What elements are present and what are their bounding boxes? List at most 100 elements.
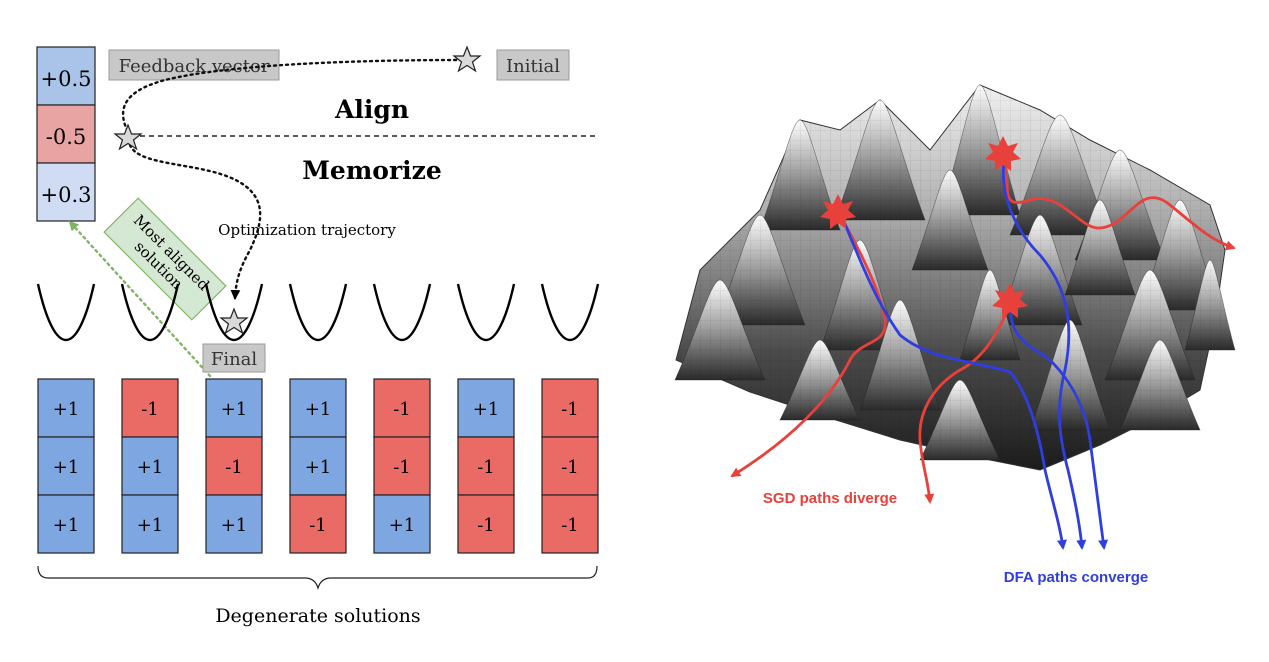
feedback-vector: +0.5 -0.5 +0.3 (36, 46, 96, 222)
loss-basin (372, 283, 432, 342)
feedback-vector-label-text: Feedback vector (119, 56, 270, 77)
solution-cell (37, 494, 95, 554)
solution-cell-value: +1 (53, 399, 80, 420)
solution-cell-value: +1 (137, 457, 164, 478)
terrain-peak-mesh (760, 120, 840, 230)
feedback-value-1: -0.5 (46, 125, 87, 149)
most-aligned-arrow (68, 220, 212, 378)
solution-cell (457, 494, 515, 554)
solution-cell (289, 494, 347, 554)
terrain-peak-mesh (1105, 270, 1195, 380)
sgd-label: SGD paths diverge (763, 490, 897, 507)
degenerate-solutions-grid: +1+1+1-1+1+1+1-1+1+1+1-1-1-1+1+1-1-1-1-1… (37, 378, 599, 554)
solution-cell (37, 378, 95, 438)
terrain-peaks (674, 84, 1236, 461)
start-star-icon-3 (992, 283, 1028, 318)
solution-cell (121, 494, 179, 554)
solution-cell (457, 378, 515, 438)
solution-cell (289, 378, 347, 438)
solution-cell (373, 494, 431, 554)
solution-cell (541, 436, 599, 496)
solutions-brace (37, 565, 598, 591)
terrain-peak-mesh (715, 215, 805, 325)
solution-column: +1 +1 +1 (37, 378, 95, 554)
solution-cell-value: +1 (305, 399, 332, 420)
final-label-text: Final (211, 349, 258, 370)
initial-star-icon (452, 45, 482, 73)
solution-cell-value: -1 (393, 399, 411, 420)
solution-column: -1 -1 +1 (373, 378, 431, 554)
solution-cell-value: -1 (141, 399, 159, 420)
solution-cell-value: +1 (305, 457, 332, 478)
sgd-path-3 (918, 304, 1012, 504)
aligned-star-icon (113, 123, 143, 151)
start-star-icon-2 (985, 136, 1021, 171)
solution-cell (121, 378, 179, 438)
loss-basins (36, 283, 600, 342)
feedback-value-0: +0.5 (41, 67, 92, 91)
final-star-icon (219, 307, 249, 335)
terrain-peak-mesh (835, 100, 925, 220)
solution-cell-value: -1 (309, 515, 327, 536)
feedback-vector-label: Feedback vector (108, 49, 280, 81)
terrain-peak-mesh (1140, 200, 1220, 310)
dfa-path-2 (1001, 161, 1087, 550)
trajectory-label: Optimization trajectory (218, 221, 396, 239)
solution-cell (37, 436, 95, 496)
solution-column: +1-1+1 (205, 378, 263, 554)
solution-cell-value: -1 (393, 457, 411, 478)
most-aligned-label: Most aligned solution (103, 197, 227, 321)
trajectory-path-upper (121, 58, 464, 134)
solution-cell (205, 494, 263, 554)
align-label: Align (334, 95, 409, 124)
solution-cell-value: +1 (137, 515, 164, 536)
terrain-peak-mesh (1030, 320, 1110, 430)
loss-basin (120, 283, 180, 342)
solution-cell-value: +1 (53, 457, 80, 478)
solution-cell-value: -1 (477, 515, 495, 536)
solution-cell (373, 378, 431, 438)
solution-cell-value: -1 (561, 457, 579, 478)
solution-column: +1 +1 -1 (289, 378, 347, 554)
solution-cell (121, 436, 179, 496)
degenerate-solutions-label: Degenerate solutions (215, 605, 420, 627)
solution-cell-value: +1 (389, 515, 416, 536)
loss-basin (288, 283, 348, 342)
final-label: Final (202, 343, 266, 373)
solution-cell (457, 436, 515, 496)
memorize-label: Memorize (302, 156, 441, 185)
feedback-cell-0 (36, 46, 96, 106)
dfa-path-1 (838, 211, 1067, 550)
solution-column: -1-1-1 (541, 378, 599, 554)
terrain-peak-mesh (860, 300, 940, 410)
initial-label-text: Initial (506, 56, 560, 77)
sgd-path-1 (730, 211, 887, 478)
sgd-path-2 (1003, 159, 1236, 251)
terrain-peak-mesh (1120, 340, 1200, 430)
dfa-label: DFA paths converge (1004, 569, 1148, 586)
feedback-cell-1 (36, 104, 96, 164)
terrain-peak-mesh (912, 170, 988, 270)
terrain-peak-mesh (920, 380, 1000, 460)
solution-cell-value: +1 (53, 515, 80, 536)
solution-cell (541, 494, 599, 554)
terrain-peak-mesh (1065, 200, 1135, 295)
loss-landscape: SGD paths diverge DFA paths converge (674, 84, 1236, 586)
solution-cell-value: -1 (561, 399, 579, 420)
start-star-icon-1 (820, 194, 856, 229)
terrain-peak-mesh (1010, 115, 1110, 235)
solution-cell-value: +1 (473, 399, 500, 420)
solution-cell-value: -1 (477, 457, 495, 478)
solution-cell-value: +1 (221, 515, 248, 536)
solution-column: +1 -1 -1 (457, 378, 515, 554)
feedback-cell-2 (36, 162, 96, 222)
solution-cell-value: +1 (221, 399, 248, 420)
terrain-peak-mesh (940, 85, 1020, 215)
terrain-peak-mesh (675, 280, 765, 380)
loss-basin (204, 283, 264, 342)
terrain-peak-mesh (820, 240, 900, 350)
initial-label: Initial (496, 49, 570, 81)
loss-basin (36, 283, 96, 342)
trajectory-path-lower (128, 143, 262, 300)
